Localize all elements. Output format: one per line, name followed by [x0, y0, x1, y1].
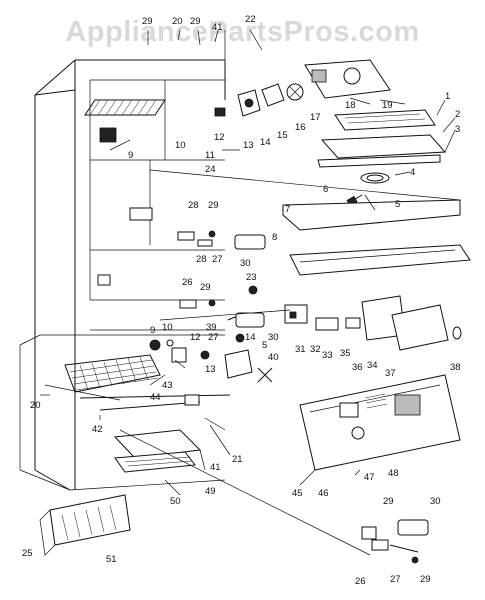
callout-27-bot: 27 — [390, 574, 401, 585]
callout-43: 43 — [162, 380, 173, 391]
callout-3: 3 — [455, 124, 460, 135]
callout-49: 49 — [205, 486, 216, 497]
damper-parts-upper — [177, 230, 266, 250]
callout-26-bot: 26 — [355, 576, 366, 587]
callout-45: 45 — [292, 488, 303, 499]
callout-50: 50 — [170, 496, 181, 507]
callout-7: 7 — [285, 204, 290, 215]
callout-29-bot-b: 29 — [420, 574, 431, 585]
callout-38: 38 — [450, 362, 461, 373]
evaporator-grid — [84, 99, 166, 116]
callout-51: 51 — [106, 554, 117, 565]
crisper-drawers — [282, 199, 471, 276]
callout-2: 2 — [455, 109, 460, 120]
damper-parts-lower — [179, 285, 265, 328]
callout-33: 33 — [322, 350, 333, 361]
control-modules — [284, 295, 462, 351]
callout-44: 44 — [150, 392, 161, 403]
watermark: AppliancePartsPros.com — [65, 16, 420, 48]
callout-46: 46 — [318, 488, 329, 499]
callout-34: 34 — [367, 360, 378, 371]
callout-29-mid-b: 29 — [200, 282, 211, 293]
cabinet — [19, 59, 226, 491]
callout-29-top-b: 29 — [190, 16, 201, 27]
callout-22: 22 — [245, 14, 256, 25]
crisper-shelves — [317, 109, 447, 168]
wire-harness — [44, 384, 231, 431]
callout-41-top: 41 — [212, 22, 223, 33]
callout-29-mid-a: 29 — [208, 200, 219, 211]
callout-27-a: 27 — [212, 254, 223, 265]
callout-12-top: 12 — [214, 132, 225, 143]
callout-35: 35 — [340, 348, 351, 359]
callout-19: 19 — [382, 100, 393, 111]
callout-28-a: 28 — [188, 200, 199, 211]
callout-10-top: 10 — [175, 140, 186, 151]
callout-30-bot: 30 — [430, 496, 441, 507]
fan-blade-parts — [214, 83, 304, 117]
callout-1: 1 — [445, 91, 450, 102]
callout-11: 11 — [205, 150, 215, 161]
callout-30-b: 30 — [268, 332, 279, 343]
callout-18: 18 — [345, 100, 356, 111]
control-panel — [299, 374, 461, 471]
callout-9-low: 9 — [150, 325, 155, 336]
callout-10-low: 10 — [162, 322, 173, 333]
callout-42: 42 — [92, 424, 103, 435]
fan-motor-assembly — [304, 59, 391, 99]
callout-37: 37 — [385, 368, 396, 379]
callout-21: 21 — [232, 454, 243, 465]
callout-32: 32 — [310, 344, 321, 355]
callout-5-low: 5 — [262, 340, 267, 351]
callout-labels: 29 20 29 41 22 18 19 1 2 3 17 16 15 14 1… — [22, 14, 461, 587]
toe-grille — [39, 494, 131, 556]
callout-17: 17 — [310, 112, 321, 123]
callout-31: 31 — [295, 344, 306, 355]
callout-47: 47 — [364, 472, 375, 483]
callout-14-low: 14 — [245, 332, 256, 343]
callout-13-low: 13 — [205, 364, 216, 375]
callout-12-low: 12 — [190, 332, 201, 343]
callout-48: 48 — [388, 468, 399, 479]
callout-5-top: 5 — [395, 199, 400, 210]
callout-29-bot-a: 29 — [383, 496, 394, 507]
callout-41-low: 41 — [210, 462, 221, 473]
callout-8: 8 — [272, 232, 277, 243]
callout-13-top: 13 — [243, 140, 254, 151]
callout-23: 23 — [246, 272, 257, 283]
callout-36: 36 — [352, 362, 363, 373]
damper-parts-bottom — [361, 519, 429, 564]
callout-20-top: 20 — [172, 16, 183, 27]
condenser-coil — [64, 354, 161, 393]
callout-39: 39 — [206, 322, 217, 333]
callout-40: 40 — [268, 352, 279, 363]
callout-26-a: 26 — [182, 277, 193, 288]
callout-20-low: 20 — [30, 400, 41, 411]
callout-27-b: 27 — [208, 332, 219, 343]
callout-25: 25 — [22, 548, 33, 559]
callout-4: 4 — [410, 167, 415, 178]
leader-lines — [40, 29, 461, 556]
callout-16: 16 — [295, 122, 306, 133]
drip-tray — [113, 429, 202, 473]
callout-14-top: 14 — [260, 137, 271, 148]
callout-6: 6 — [323, 184, 328, 195]
callout-28-b: 28 — [196, 254, 207, 265]
callout-30-a: 30 — [240, 258, 251, 269]
callout-29-top-a: 29 — [142, 16, 153, 27]
compressor-controls — [149, 333, 273, 383]
callout-9-top: 9 — [128, 150, 133, 161]
callout-15: 15 — [277, 130, 288, 141]
callout-24: 24 — [205, 164, 216, 175]
